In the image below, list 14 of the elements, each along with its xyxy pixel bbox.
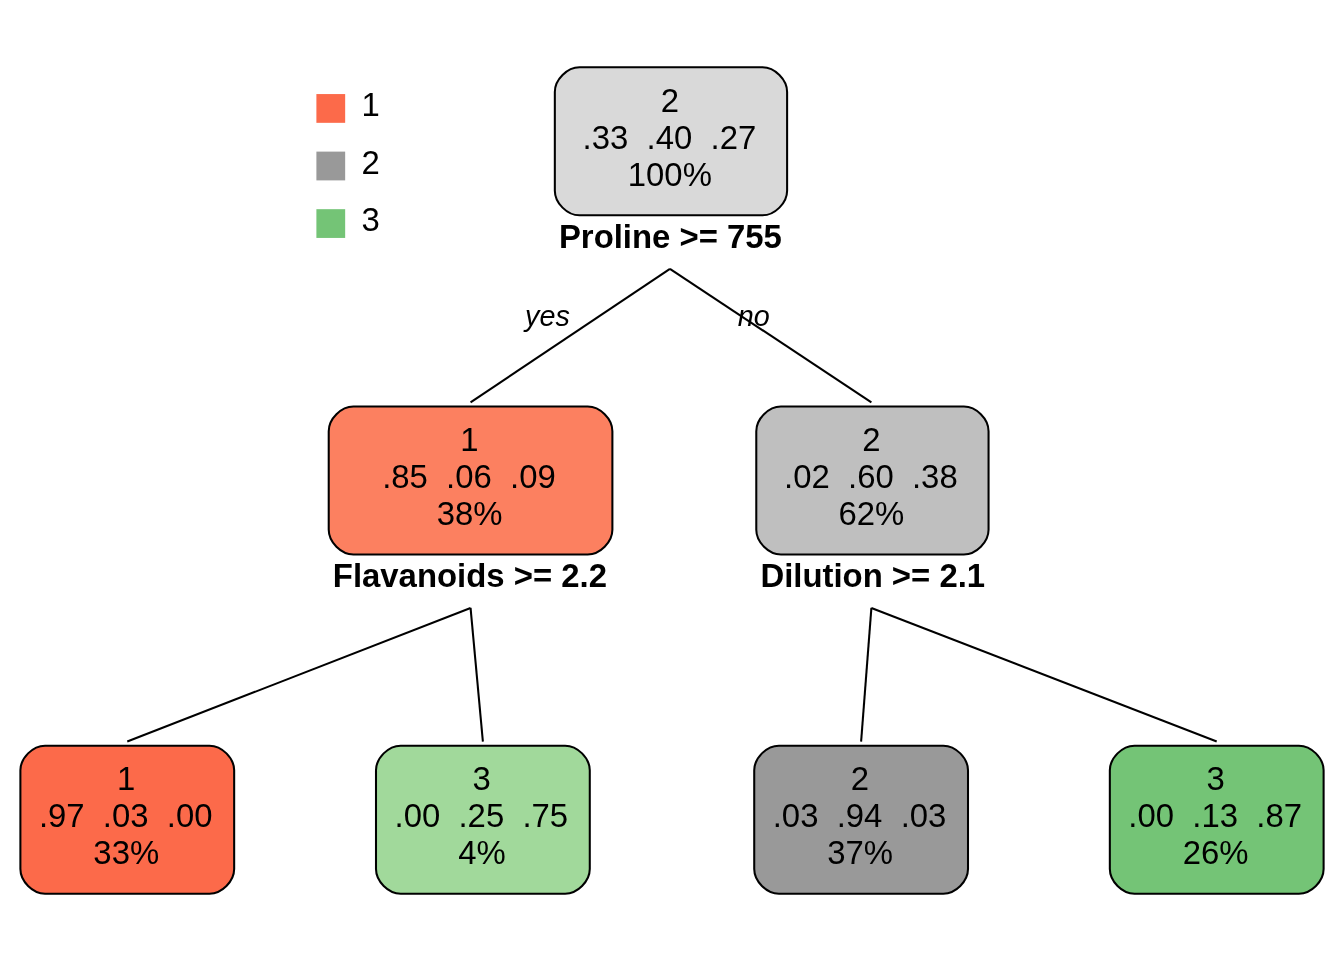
connector [669, 267, 872, 403]
legend-label: 3 [361, 200, 380, 238]
edge-label: no [737, 299, 770, 332]
legend-label: 1 [361, 85, 380, 123]
connector [860, 607, 873, 742]
connector [470, 267, 671, 403]
connector [126, 606, 471, 742]
node-label: Flavanoids >= 2.2 [332, 556, 607, 594]
node-label: Proline >= 755 [558, 217, 782, 255]
legend-label: 2 [361, 143, 380, 181]
node-label: Dilution >= 2.1 [760, 556, 986, 594]
connector [469, 607, 484, 742]
connector [871, 606, 1218, 743]
edge-label: yes [525, 299, 570, 332]
